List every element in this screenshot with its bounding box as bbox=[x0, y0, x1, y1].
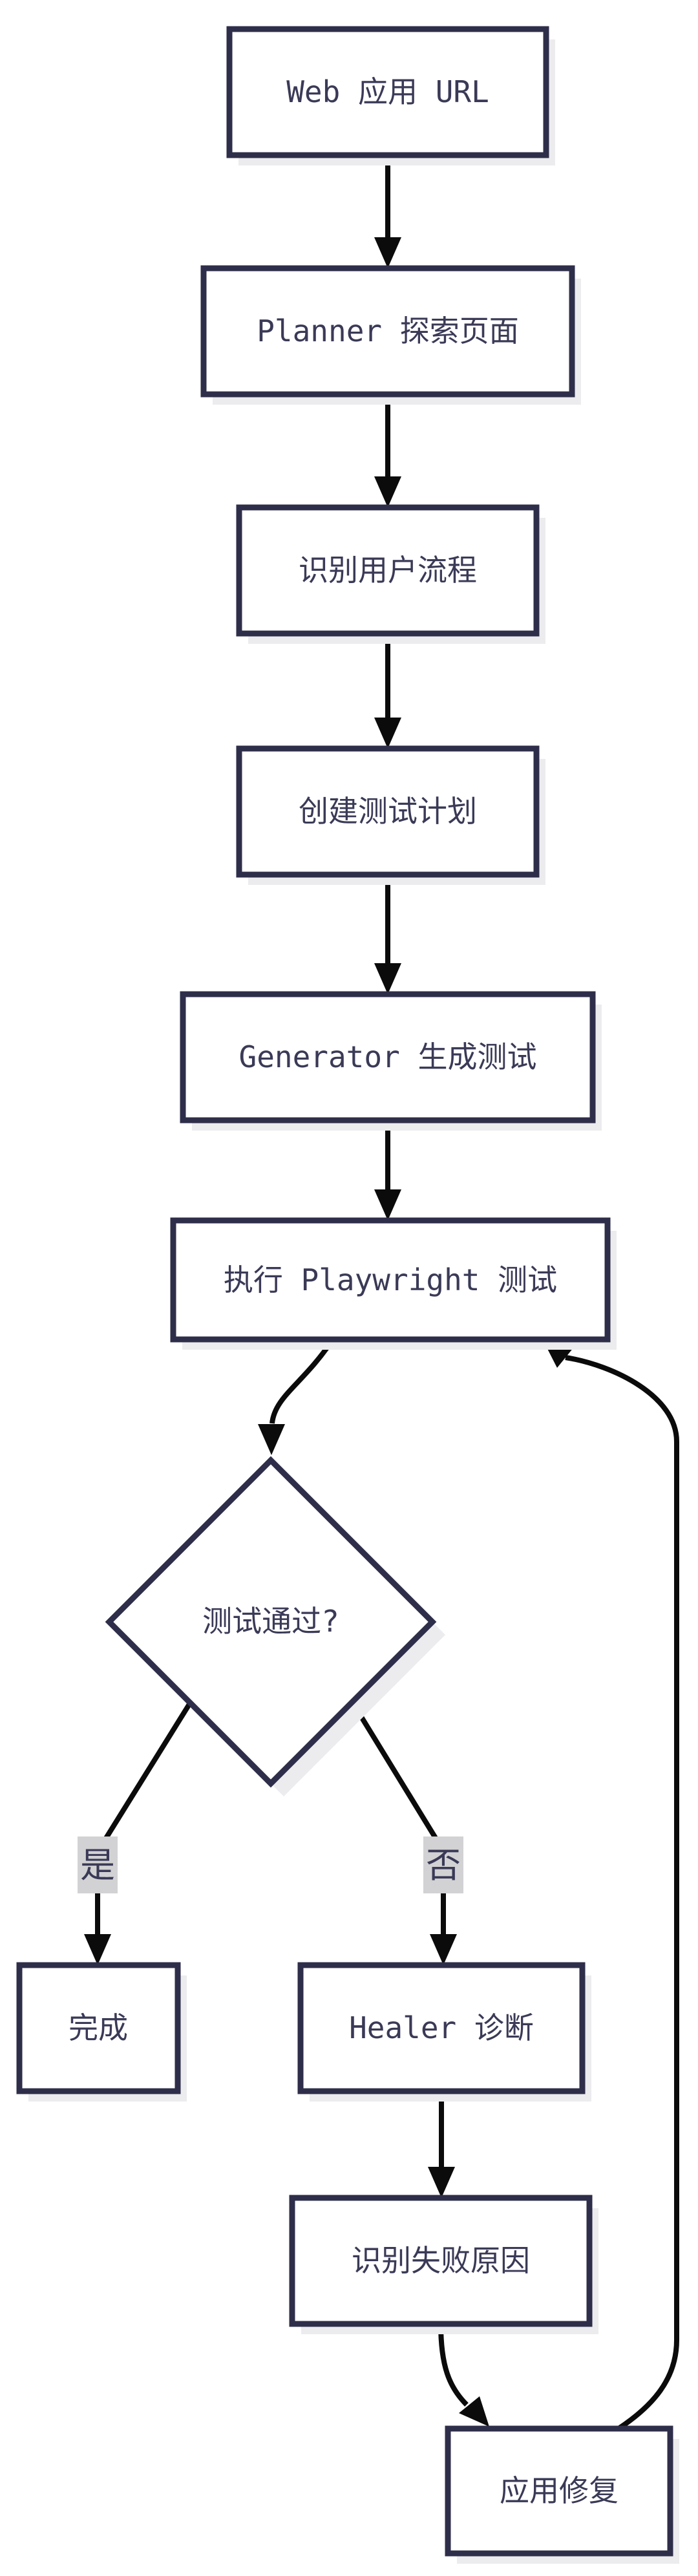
edge-f-g-arrowhead-icon bbox=[258, 1424, 285, 1455]
edge-c-d-arrowhead-icon bbox=[374, 718, 401, 749]
edge-label-no-bg bbox=[423, 1836, 463, 1893]
node-identify-failure-cause-label: 识别失败原因 bbox=[352, 2243, 530, 2278]
node-run-playwright-tests: 执行 Playwright 测试 bbox=[170, 1217, 617, 1350]
edge-label-yes: 是 bbox=[80, 1845, 115, 1886]
node-apply-fix: 应用修复 bbox=[445, 2425, 679, 2564]
edge-label-no: 否 bbox=[426, 1845, 461, 1886]
node-create-test-plan: 创建测试计划 bbox=[236, 745, 545, 885]
edge-g-h: 是 bbox=[78, 1700, 193, 1965]
edge-i-j-arrowhead-icon bbox=[428, 2167, 455, 2198]
node-identify-failure-cause: 识别失败原因 bbox=[289, 2195, 598, 2334]
edge-f-g-curve bbox=[270, 1337, 335, 1424]
node-web-app-url-box bbox=[226, 26, 549, 158]
edge-a-b-arrowhead-icon bbox=[374, 237, 401, 268]
node-run-playwright-tests-box bbox=[170, 1217, 611, 1343]
node-healer-diagnose: Healer 诊断 bbox=[297, 1962, 591, 2102]
node-planner-explore-label: Planner 探索页面 bbox=[257, 314, 519, 348]
edge-label-yes-bg bbox=[78, 1836, 118, 1893]
edge-a-b bbox=[374, 155, 401, 268]
edge-j-k bbox=[438, 2323, 489, 2427]
node-done-box bbox=[16, 1962, 181, 2094]
edge-g-i-upper-line bbox=[350, 1700, 441, 1844]
edge-g-i-arrowhead-icon bbox=[430, 1934, 457, 1965]
node-generator-tests-box bbox=[180, 991, 596, 1123]
node-run-playwright-tests-label: 执行 Playwright 测试 bbox=[224, 1262, 557, 1297]
node-identify-user-flows: 识别用户流程 bbox=[236, 504, 545, 644]
node-identify-user-flows-box bbox=[236, 504, 540, 637]
node-identify-user-flows-label: 识别用户流程 bbox=[299, 553, 477, 588]
node-create-test-plan-box bbox=[236, 745, 540, 878]
node-planner-explore: Planner 探索页面 bbox=[200, 265, 581, 405]
edge-d-e bbox=[374, 875, 401, 994]
edge-j-k-arrowhead-icon bbox=[459, 2396, 489, 2427]
edge-g-h-upper-line bbox=[101, 1700, 193, 1844]
node-generator-tests-label: Generator 生成测试 bbox=[239, 1039, 537, 1074]
node-web-app-url-label: Web 应用 URL bbox=[286, 74, 489, 109]
edge-k-f-curve bbox=[565, 1355, 679, 2431]
edge-i-j bbox=[428, 2091, 455, 2198]
node-healer-diagnose-box bbox=[297, 1962, 586, 2094]
node-tests-pass-decision-diamond bbox=[105, 1456, 437, 1788]
node-done: 完成 bbox=[16, 1962, 187, 2102]
edge-j-k-curve bbox=[438, 2323, 469, 2407]
edge-e-f bbox=[374, 1120, 401, 1220]
node-apply-fix-box bbox=[445, 2425, 673, 2557]
node-apply-fix-label: 应用修复 bbox=[500, 2473, 619, 2508]
edge-e-f-arrowhead-icon bbox=[374, 1189, 401, 1220]
node-create-test-plan-label: 创建测试计划 bbox=[299, 794, 477, 829]
node-web-app-url: Web 应用 URL bbox=[226, 26, 555, 165]
edge-b-c-arrowhead-icon bbox=[374, 476, 401, 507]
node-generator-tests: Generator 生成测试 bbox=[180, 991, 602, 1131]
node-tests-pass-decision-label: 测试通过? bbox=[202, 1604, 339, 1639]
node-healer-diagnose-label: Healer 诊断 bbox=[349, 2010, 534, 2045]
node-tests-pass-decision: 测试通过? bbox=[105, 1456, 445, 1796]
node-done-label: 完成 bbox=[69, 2010, 128, 2045]
node-planner-explore-box bbox=[200, 265, 575, 398]
node-identify-failure-cause-box bbox=[289, 2195, 593, 2327]
edge-g-h-arrowhead-icon bbox=[84, 1934, 111, 1965]
edge-c-d bbox=[374, 633, 401, 749]
edge-g-i: 否 bbox=[350, 1700, 463, 1965]
edge-b-c bbox=[374, 394, 401, 507]
edge-f-g bbox=[258, 1337, 335, 1455]
edge-d-e-arrowhead-icon bbox=[374, 963, 401, 994]
